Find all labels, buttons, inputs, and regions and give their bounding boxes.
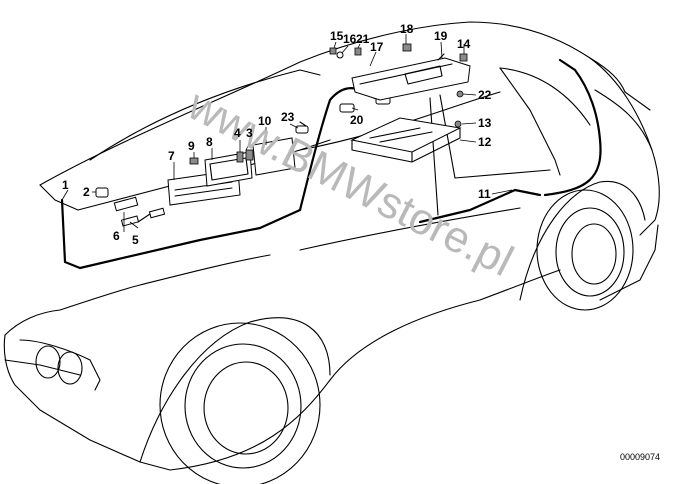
part-5-6-connectors: [113, 196, 166, 227]
callout-6: 6: [113, 229, 120, 243]
part-13-screw: [454, 120, 462, 128]
callout-labels: 1 2 3 4 5 6 7 8 9 10 11 12 13 14 15 16 1…: [62, 22, 492, 247]
callout-19: 19: [434, 29, 448, 43]
image-id-label: 00009074: [620, 452, 660, 462]
car-body-outline: [3, 21, 660, 471]
part-10-panel: [252, 137, 296, 176]
callout-14: 14: [457, 37, 471, 51]
callout-8: 8: [206, 135, 213, 149]
callout-20: 20: [350, 113, 364, 127]
leader-lines: [61, 34, 513, 232]
callout-7: 7: [168, 149, 175, 163]
callout-5: 5: [132, 233, 139, 247]
callout-2: 2: [83, 185, 90, 199]
callout-16: 16: [343, 32, 357, 46]
rear-wheel: [519, 180, 646, 311]
callout-11: 11: [478, 187, 491, 201]
callout-17: 17: [370, 40, 384, 54]
callout-9: 9: [188, 139, 195, 153]
part-2-plug: [95, 187, 109, 198]
callout-22: 22: [478, 88, 492, 102]
callout-15: 15: [330, 29, 344, 43]
callout-13: 13: [478, 116, 492, 130]
part-23-connector: [295, 121, 309, 134]
callout-3: 3: [246, 126, 253, 140]
callout-1: 1: [62, 178, 69, 192]
part-22-screw: [456, 90, 464, 98]
front-wheel: [139, 317, 331, 484]
callout-12: 12: [478, 135, 492, 149]
callout-10: 10: [258, 114, 272, 128]
overhead-console: [329, 43, 471, 101]
part-9-clip: [189, 157, 199, 165]
callout-18: 18: [400, 22, 414, 36]
callout-4: 4: [234, 126, 241, 140]
part-12-tray: [350, 117, 462, 163]
callout-23: 23: [281, 110, 295, 124]
callout-21: 21: [356, 32, 370, 46]
